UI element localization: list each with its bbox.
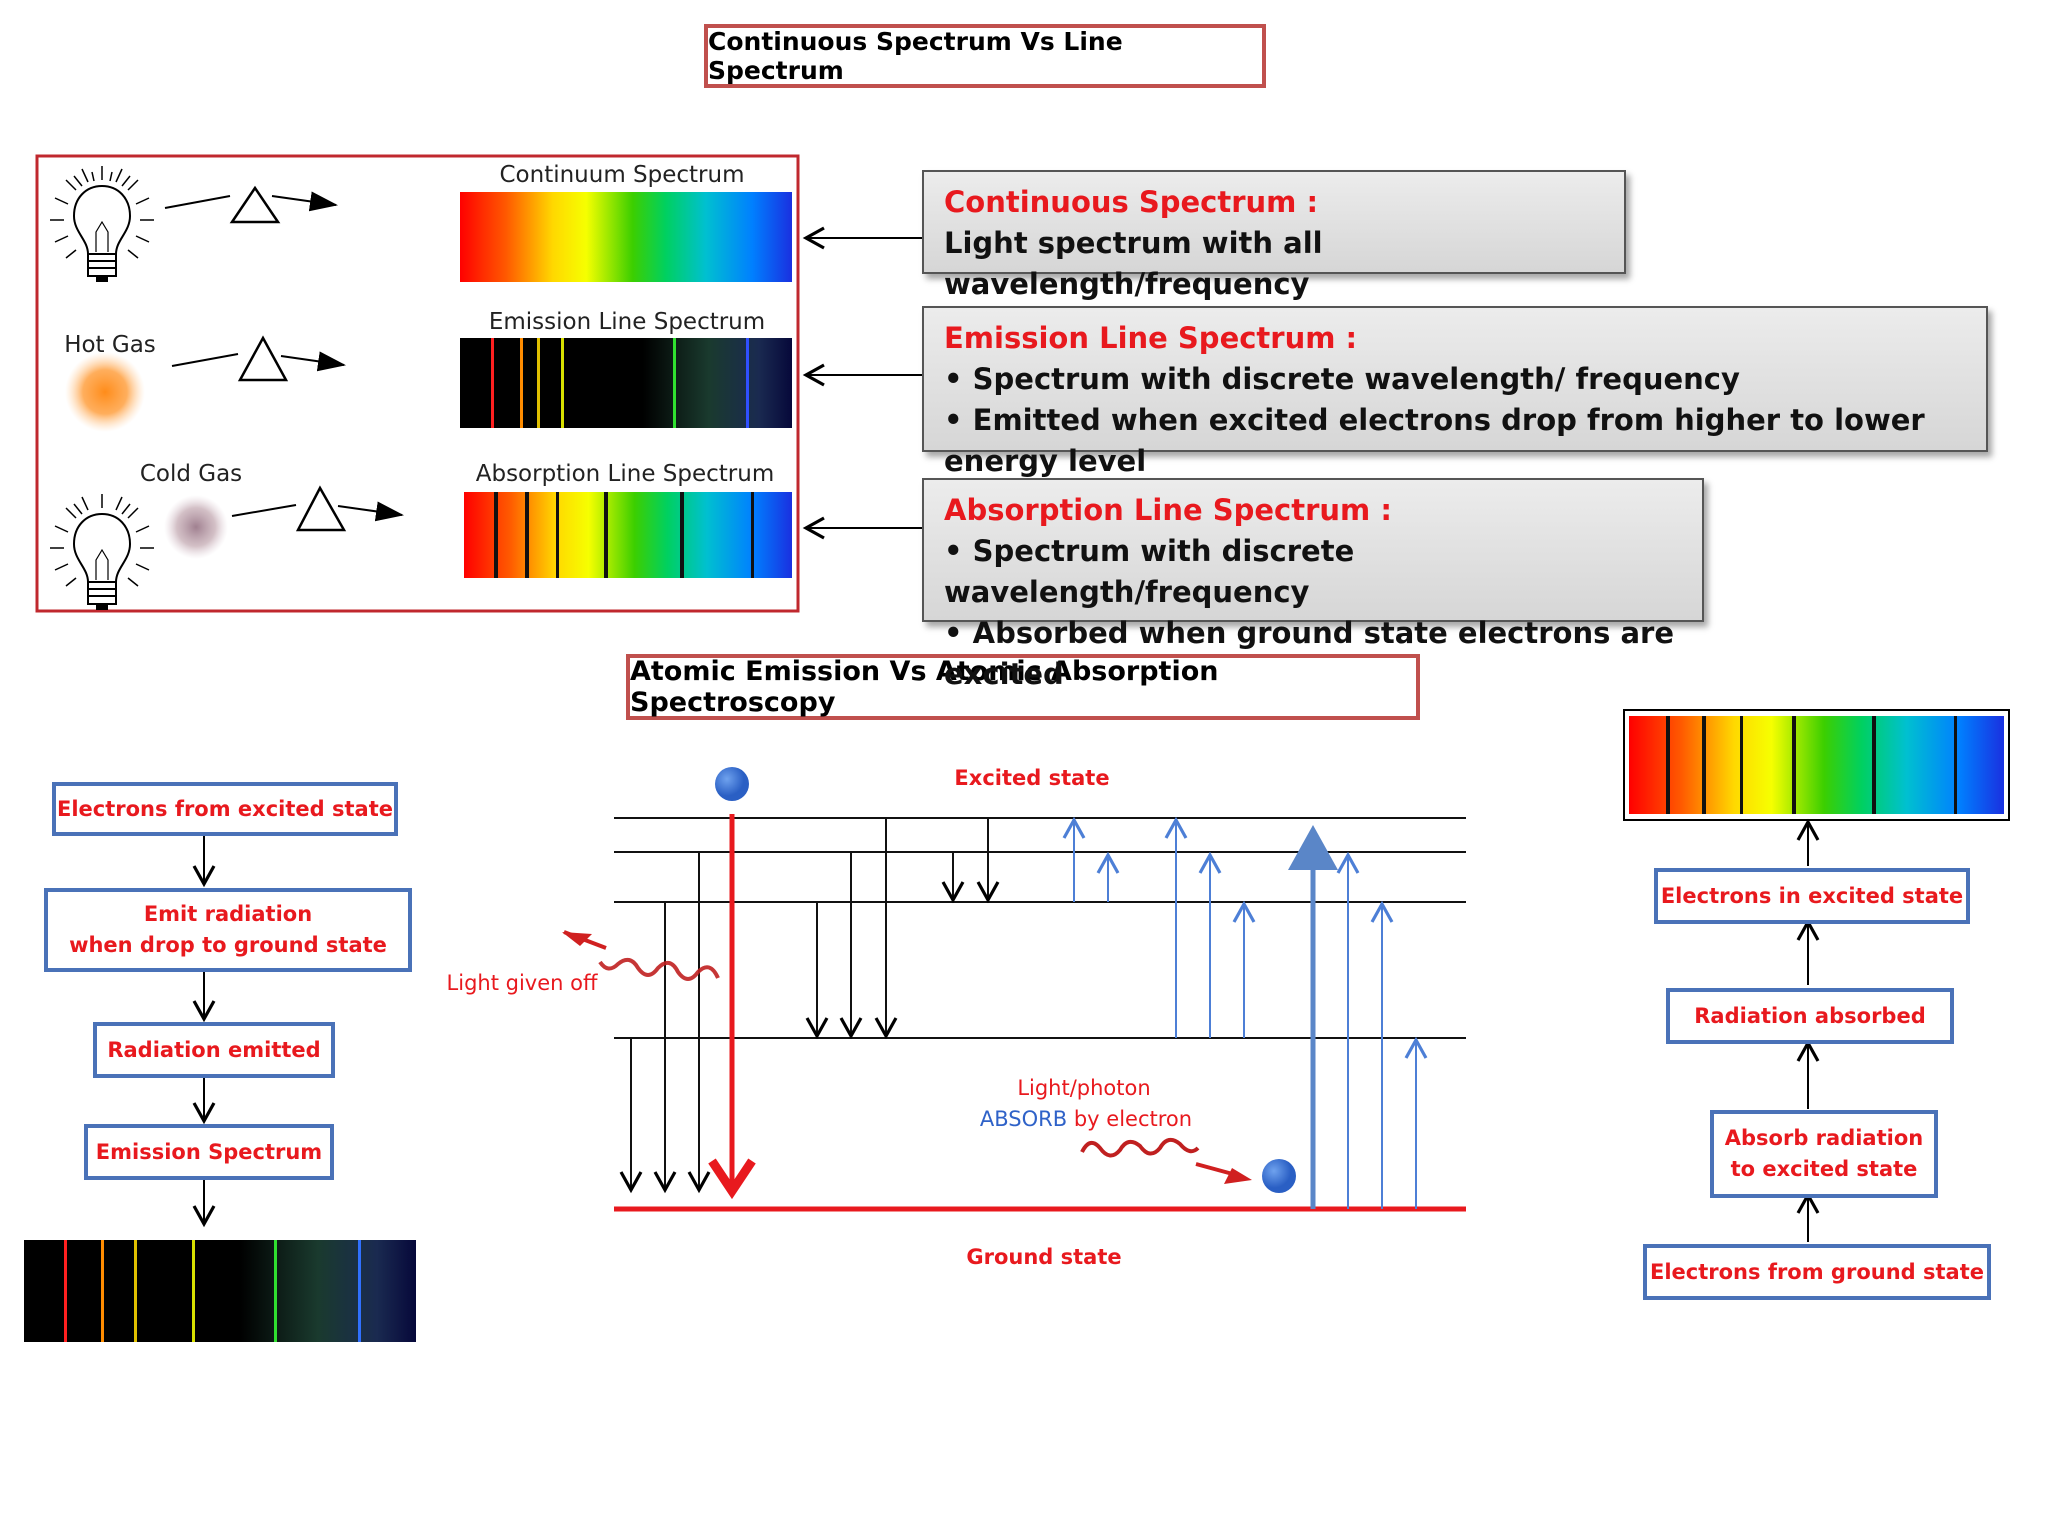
prism-icon [229, 185, 281, 224]
absorption-flow-step-text: Electrons in excited state [1660, 883, 1964, 908]
cold-gas-label: Cold Gas [140, 461, 242, 487]
absorption-flow-step: Absorb radiation to excited state [1710, 1110, 1938, 1198]
dispersed-ray [271, 191, 338, 212]
emission-lines [491, 338, 749, 428]
continuous-definition-line: Light spectrum with all wavelength/frequ… [944, 226, 1323, 301]
absorption-output-lines [1666, 716, 1957, 814]
middle-title: Atomic Emission Vs Atomic Absorption Spe… [626, 654, 1420, 720]
absorbed-photon-icon [1080, 1137, 1252, 1184]
by-electron-text: by electron [1067, 1107, 1192, 1131]
emission-flow-step: Electrons from excited state [52, 782, 398, 836]
photon-label: Light/photon [1017, 1076, 1150, 1100]
emission-flow-step-text: Emit radiation when drop to ground state [69, 902, 387, 957]
emission-flow-step-text: Electrons from excited state [57, 796, 393, 821]
continuum-spectrum-strip [460, 192, 792, 282]
emission-transition-arrows [619, 818, 1000, 1194]
top-title: Continuous Spectrum Vs Line Spectrum [704, 24, 1266, 88]
absorption-flow-step: Electrons in excited state [1654, 868, 1970, 924]
emission-definition-heading: Emission Line Spectrum : [944, 321, 1358, 355]
absorption-flow-step-text: Electrons from ground state [1650, 1259, 1984, 1284]
absorption-spectrum-output [1629, 716, 2004, 814]
top-title-text: Continuous Spectrum Vs Line Spectrum [708, 27, 1123, 85]
absorption-lines [494, 492, 754, 578]
absorption-definition-box: Absorption Line Spectrum : • Spectrum wi… [922, 478, 1704, 691]
emission-flow-step-text: Emission Spectrum [95, 1139, 323, 1164]
emission-flow-step: Emission Spectrum [84, 1124, 334, 1180]
excited-electron [715, 767, 749, 801]
absorb-word: ABSORB [980, 1107, 1067, 1131]
emission-output-lines [64, 1240, 361, 1342]
emission-spectrum-output [24, 1240, 416, 1342]
emission-definition-line: • Emitted when excited electrons drop fr… [944, 403, 1925, 478]
ground-state-label: Ground state [966, 1245, 1121, 1269]
absorption-definition-heading: Absorption Line Spectrum : [944, 493, 1392, 527]
emission-definition-line: • Spectrum with discrete wavelength/ fre… [944, 362, 1740, 396]
cold-gas-icon [164, 495, 228, 559]
emission-definition-box: Emission Line Spectrum : • Spectrum with… [922, 306, 1988, 478]
prism-icon [237, 335, 289, 382]
absorption-flow-step: Radiation absorbed [1666, 988, 1954, 1044]
hot-gas-icon [65, 352, 145, 432]
continuum-spectrum-label: Continuum Spectrum [499, 162, 744, 188]
absorb-by-electron-label: ABSORB by electron [980, 1107, 1192, 1131]
middle-title-text: Atomic Emission Vs Atomic Absorption Spe… [630, 656, 1219, 718]
emission-spectrum-label: Emission Line Spectrum [489, 309, 765, 335]
excited-state-label: Excited state [954, 766, 1109, 790]
emission-flow-step: Emit radiation when drop to ground state [44, 888, 412, 972]
energy-levels [614, 817, 1466, 1039]
emission-flow-step: Radiation emitted [93, 1022, 335, 1078]
absorption-transition-arrows [1062, 816, 1428, 1209]
continuous-definition-heading: Continuous Spectrum : [944, 185, 1319, 219]
emitted-photon-icon [562, 930, 720, 981]
light-given-off-label: Light given off [447, 971, 598, 995]
absorption-definition-line: • Absorbed when ground state electrons a… [944, 616, 1674, 691]
ground-electron [1262, 1159, 1296, 1193]
emission-flow-step-text: Radiation emitted [107, 1037, 321, 1062]
emission-spectrum-strip [460, 338, 792, 428]
light-bulb-icon [50, 166, 154, 282]
absorption-flow-step-text: Absorb radiation to excited state [1724, 1126, 1924, 1181]
absorption-spectrum-strip [464, 492, 792, 578]
prism-icon [295, 485, 347, 532]
continuous-definition-box: Continuous Spectrum : Light spectrum wit… [922, 170, 1626, 301]
absorption-flow-step: Electrons from ground state [1643, 1244, 1991, 1300]
absorption-flow-step-text: Radiation absorbed [1694, 1003, 1926, 1028]
absorption-definition-line: • Spectrum with discrete wavelength/freq… [944, 534, 1355, 609]
light-bulb-icon [50, 494, 154, 610]
absorption-spectrum-label: Absorption Line Spectrum [476, 461, 775, 487]
